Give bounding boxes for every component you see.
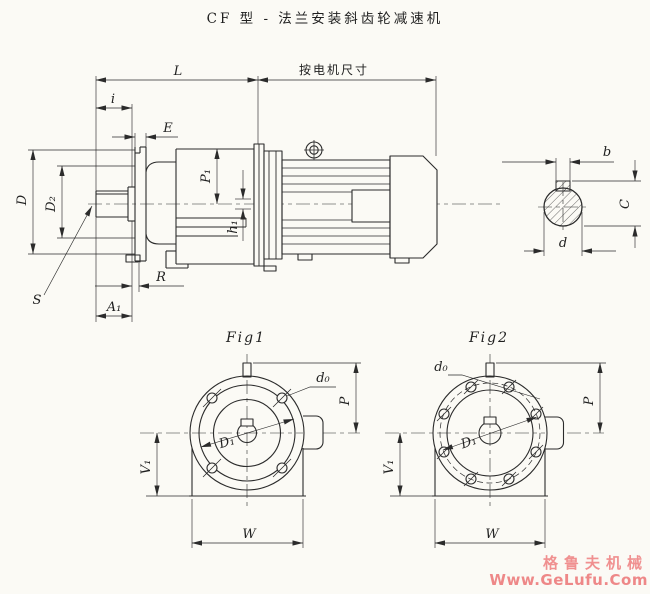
dim-label-S: S [33, 293, 42, 308]
fig1-label-d0: d₀ [316, 371, 330, 386]
key-section [555, 180, 571, 192]
dim-label-D: D [15, 194, 30, 206]
watermark: 格鲁夫机械 Www.GeLufu.Com [489, 554, 648, 589]
dim-label-E: E [162, 121, 173, 136]
fig1-bolt-holes [202, 388, 292, 478]
dim-label-h1: h₁ [226, 220, 241, 234]
fig1-dim-line-D1 [200, 418, 295, 448]
dim-label-P1: P₁ [199, 169, 214, 184]
fig2-top-plug [485, 362, 495, 378]
fig2-flange-od [432, 375, 548, 491]
fig1-base [189, 448, 306, 497]
fig2-view: Fig2 [382, 330, 606, 548]
output-flange [125, 146, 147, 263]
extension-lines [28, 76, 437, 322]
fig1-side-boss [303, 415, 324, 450]
fig2-label-W: W [485, 527, 500, 542]
dim-label-D2: D₂ [44, 196, 59, 213]
fig1-label-V1: V₁ [139, 460, 154, 475]
fig1-label-D1: D₁ [216, 433, 236, 452]
fig2-bolt-circle [439, 382, 541, 484]
mounting-feet [297, 253, 410, 264]
leader-line-S [43, 205, 93, 296]
motor-adapter [253, 143, 283, 272]
dim-label-C: C [618, 199, 633, 209]
fig1-view: Fig1 d₀ [139, 330, 361, 548]
fig1-label-W: W [242, 527, 257, 542]
fig2-base [432, 448, 548, 497]
fig2-leader-d0 [448, 374, 541, 400]
dim-label-motor: 按电机尺寸 [299, 63, 369, 77]
fig2-label-D1: D₁ [458, 433, 479, 453]
shaft-section-circle [543, 187, 583, 227]
shaft-cross-section: b C d [502, 145, 641, 256]
fig2-keyway [483, 416, 497, 425]
dim-label-A1: A₁ [106, 300, 122, 315]
fig2-label-P: P [582, 396, 597, 406]
fig1-label-P: P [338, 396, 353, 406]
gear-case [165, 148, 255, 269]
eyebolt-icon [304, 140, 324, 160]
fig1-keyway [240, 418, 254, 427]
watermark-url: Www.GeLufu.Com [489, 571, 648, 589]
dim-label-d: d [559, 236, 567, 251]
dim-label-R: R [155, 270, 166, 285]
side-view: L 按电机尺寸 i E P₁ h₁ D D₂ S R [15, 63, 500, 322]
dim-label-L: L [173, 64, 183, 79]
dim-label-i: i [111, 92, 115, 107]
fig2-label-V1: V₁ [382, 460, 397, 475]
watermark-brand: 格鲁夫机械 [543, 554, 648, 572]
fig1-leader-d0 [286, 386, 336, 397]
motor-end-bell [389, 155, 438, 259]
dim-label-b: b [603, 145, 611, 160]
terminal-box [351, 189, 391, 223]
fig1-flange-od [189, 375, 305, 491]
motor-body [281, 159, 391, 255]
bell-housing [145, 161, 176, 245]
fig2-side-boss [545, 416, 565, 450]
dimensions: L 按电机尺寸 i E P₁ h₁ D D₂ S R [15, 63, 436, 319]
fig2-dim-line-D1 [442, 416, 538, 451]
drawing-title: CF 型 - 法兰安装斜齿轮减速机 [207, 11, 444, 27]
fig1-top-plug [242, 362, 252, 378]
fig2-caption: Fig2 [468, 330, 509, 346]
fig1-caption: Fig1 [225, 330, 266, 346]
fig2-label-d0: d₀ [434, 360, 448, 375]
